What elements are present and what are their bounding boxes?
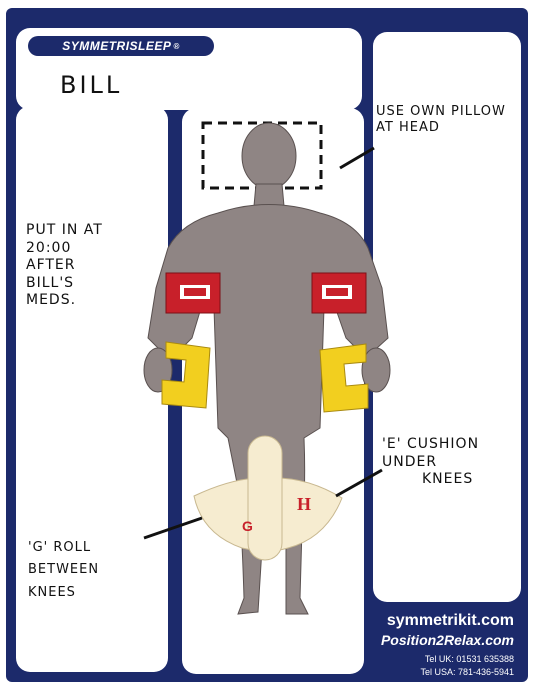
note-cushion-line-2: UNDER: [382, 454, 479, 472]
red-arm-cushion-right: [312, 273, 366, 313]
note-pillow: USE OWN PILLOW AT HEAD: [376, 104, 506, 137]
note-cushion-line-3: KNEES: [382, 471, 479, 489]
note-roll-line-3: KNEES: [28, 585, 99, 601]
note-time-line-1: PUT IN AT: [26, 222, 103, 240]
note-time-line-2: 20:00: [26, 240, 103, 258]
note-time: PUT IN AT 20:00 AFTER BILL'S MEDS.: [26, 222, 103, 310]
note-cushion-line-1: 'E' CUSHION: [382, 436, 479, 454]
red-arm-cushion-left: [166, 273, 220, 313]
note-pillow-line-1: USE OWN PILLOW: [376, 104, 506, 120]
note-cushion: 'E' CUSHION UNDER KNEES: [382, 436, 479, 489]
g-roll: [248, 436, 282, 560]
note-time-line-4: BILL'S: [26, 275, 103, 293]
contact-site-2[interactable]: Position2Relax.com: [381, 632, 514, 648]
note-roll: 'G' ROLL BETWEEN KNEES: [28, 540, 99, 601]
note-time-line-3: AFTER: [26, 257, 103, 275]
contact-tel-uk: Tel UK: 01531 635388: [425, 654, 514, 664]
note-roll-line-2: BETWEEN: [28, 562, 99, 578]
g-marker: G: [242, 518, 253, 534]
note-pillow-line-2: AT HEAD: [376, 120, 506, 136]
yellow-hand-cushion-right: [320, 344, 368, 412]
cushion-pointer: [336, 470, 382, 496]
contact-site-1[interactable]: symmetrikit.com: [387, 612, 514, 630]
note-time-line-5: MEDS.: [26, 292, 103, 310]
roll-pointer: [144, 518, 202, 538]
pillow-pointer: [340, 148, 374, 168]
e-marker: H: [297, 494, 311, 515]
contact-tel-usa: Tel USA: 781-436-5941: [420, 667, 514, 677]
positioning-board: SYMMETRISLEEP ® BILL: [6, 8, 528, 682]
note-roll-line-1: 'G' ROLL: [28, 540, 99, 556]
